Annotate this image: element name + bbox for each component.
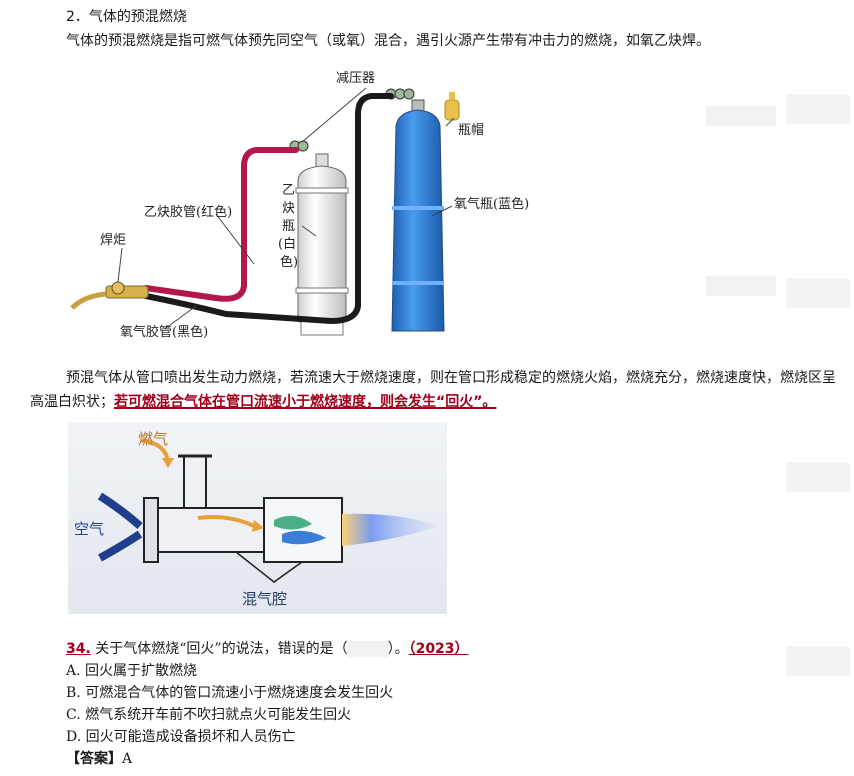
flame — [342, 513, 440, 546]
air-arrow-top — [97, 492, 143, 529]
welding-setup-figure: 减压器 瓶帽 乙炔胶管(红色) 焊炬 氧气胶管(黑色) 氧气瓶(蓝色) 乙 炔 … — [70, 71, 776, 340]
watermark-block — [786, 646, 850, 676]
question-stem: 34. 关于气体燃烧“回火”的说法，错误的是（ ）。（2023） — [66, 638, 469, 658]
oxygen-bottle-label: 氧气瓶(蓝色) — [454, 196, 529, 212]
section-title: 2．气体的预混燃烧 — [66, 9, 187, 25]
acetylene-bottle-label-1: 乙 — [282, 183, 295, 198]
acetylene-hose-label: 乙炔胶管(红色) — [144, 204, 232, 220]
bottle-cap — [444, 92, 460, 121]
regulator-label: 减压器 — [336, 71, 375, 86]
watermark-block — [786, 278, 850, 308]
answer-line: 【答案】A — [66, 748, 393, 770]
watermark-block — [786, 462, 850, 492]
acetylene-bottle-label-2: 炔 — [282, 201, 295, 216]
question-text-end: ）。 — [387, 641, 409, 657]
oxygen-bottle — [391, 99, 445, 332]
torch-label: 焊炬 — [100, 232, 126, 248]
question-year: （2023） — [408, 641, 469, 657]
options-list: A. 回火属于扩散燃烧 B. 可燃混合气体的管口流速小于燃烧速度会发生回火 C.… — [66, 660, 393, 770]
flashback-paragraph: 预混气体从管口喷出发生动力燃烧，若流速大于燃烧速度，则在管口形成稳定的燃烧火焰，… — [30, 366, 846, 414]
air-arrow-bottom — [98, 530, 143, 562]
torch — [70, 281, 149, 310]
premix-burner-figure: 燃气 空气 混气腔 — [68, 422, 447, 614]
acetylene-bottle — [295, 153, 349, 336]
oxygen-hose-label: 氧气胶管(黑色) — [120, 324, 208, 340]
acetylene-bottle-label-3: 瓶 — [282, 219, 295, 234]
definition-paragraph: 气体的预混燃烧是指可燃气体预先同空气（或氧）混合，遇引火源产生带有冲击力的燃烧，… — [66, 33, 710, 49]
chamber-label: 混气腔 — [242, 590, 287, 608]
option-a: A. 回火属于扩散燃烧 — [66, 663, 198, 679]
answer-value: A — [122, 751, 133, 767]
question-number: 34. — [66, 641, 91, 657]
mixing-tube — [157, 507, 269, 553]
cap-label: 瓶帽 — [458, 122, 484, 138]
option-b: B. 可燃混合气体的管口流速小于燃烧速度会发生回火 — [66, 685, 394, 701]
gas-label: 燃气 — [138, 430, 168, 448]
highlight-text: 若可燃混合气体在管口流速小于燃烧速度，则会发生“回火”。 — [114, 394, 497, 410]
mixing-chamber — [263, 497, 343, 563]
acetylene-hose — [143, 147, 299, 302]
paragraph-text: 预混气体从管口喷出发生动力燃烧，若流速大于燃烧速度，则在管口形成稳定的燃烧火焰，… — [30, 370, 836, 410]
acetylene-bottle-label-4: (白 — [278, 236, 296, 252]
air-label: 空气 — [74, 520, 104, 538]
question-text: 关于气体燃烧“回火”的说法，错误的是（ — [90, 641, 348, 657]
gas-inlet-pipe — [183, 455, 207, 511]
acetylene-bottle-label-5: 色) — [280, 254, 298, 270]
oxygen-hose — [143, 93, 394, 325]
option-d: D. 回火可能造成设备损坏和人员伤亡 — [66, 729, 296, 745]
watermark-block — [786, 94, 850, 124]
answer-label: 【答案】 — [66, 751, 122, 767]
option-c: C. 燃气系统开车前不吹扫就点火可能发生回火 — [66, 707, 352, 723]
